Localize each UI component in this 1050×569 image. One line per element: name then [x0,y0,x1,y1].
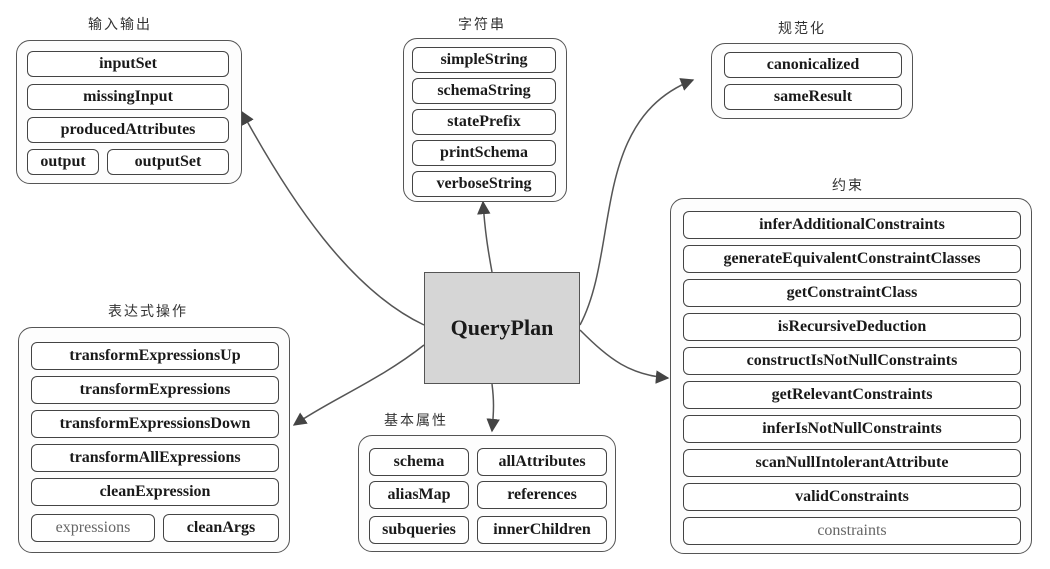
expressions-item-transformexpressionsup[interactable]: transformExpressionsUp [31,342,279,370]
constraints-group: inferAdditionalConstraints generateEquiv… [670,198,1032,554]
arrow-to-strings [477,200,493,273]
io-item-missinginput[interactable]: missingInput [27,84,229,110]
strings-item-stateprefix[interactable]: statePrefix [412,109,556,135]
arrow-to-basic [486,383,500,433]
constraints-item-constructisnotnullconstraints[interactable]: constructIsNotNullConstraints [683,347,1021,375]
io-item-inputset[interactable]: inputSet [27,51,229,77]
basic-item-references[interactable]: references [477,481,607,509]
arrow-to-io [241,110,425,326]
io-item-producedattributes[interactable]: producedAttributes [27,117,229,143]
strings-item-printschema[interactable]: printSchema [412,140,556,166]
expressions-group-title: 表达式操作 [108,304,188,320]
io-group: inputSet missingInput producedAttributes… [16,40,242,184]
constraints-item-validconstraints[interactable]: validConstraints [683,483,1021,511]
arrow-to-constraints [579,329,670,384]
basic-item-allattributes[interactable]: allAttributes [477,448,607,476]
constraints-item-inferisnotnullconstraints[interactable]: inferIsNotNullConstraints [683,415,1021,443]
expressions-item-transformallexpressions[interactable]: transformAllExpressions [31,444,279,472]
basic-item-aliasmap[interactable]: aliasMap [369,481,469,509]
constraints-item-constraints[interactable]: constraints [683,517,1021,545]
constraints-item-generateequivalentconstraintclasses[interactable]: generateEquivalentConstraintClasses [683,245,1021,273]
canonical-group-title: 规范化 [778,21,826,37]
constraints-item-getconstraintclass[interactable]: getConstraintClass [683,279,1021,307]
io-item-output[interactable]: output [27,149,99,175]
expressions-item-transformexpressions[interactable]: transformExpressions [31,376,279,404]
io-item-outputset[interactable]: outputSet [107,149,229,175]
query-plan-node[interactable]: QueryPlan [424,272,580,384]
strings-group-title: 字符串 [458,17,506,33]
basic-group: schema allAttributes aliasMap references… [358,435,616,552]
expressions-item-cleanargs[interactable]: cleanArgs [163,514,279,542]
canonical-item-canonicalized[interactable]: canonicalized [724,52,902,78]
canonical-item-sameresult[interactable]: sameResult [724,84,902,110]
canonical-group: canonicalized sameResult [711,43,913,119]
constraints-item-isrecursivededuction[interactable]: isRecursiveDeduction [683,313,1021,341]
constraints-item-scannullintolerantattribute[interactable]: scanNullIntolerantAttribute [683,449,1021,477]
constraints-group-title: 约束 [832,178,864,194]
constraints-item-inferadditionalconstraints[interactable]: inferAdditionalConstraints [683,211,1021,239]
strings-group: simpleString schemaString statePrefix pr… [403,38,567,202]
strings-item-schemastring[interactable]: schemaString [412,78,556,104]
strings-item-verbosestring[interactable]: verboseString [412,171,556,197]
expressions-item-expressions[interactable]: expressions [31,514,155,542]
io-group-title: 输入输出 [88,17,152,33]
expressions-item-cleanexpression[interactable]: cleanExpression [31,478,279,506]
basic-item-schema[interactable]: schema [369,448,469,476]
basic-item-innerchildren[interactable]: innerChildren [477,516,607,544]
expressions-item-transformexpressionsdown[interactable]: transformExpressionsDown [31,410,279,438]
strings-item-simplestring[interactable]: simpleString [412,47,556,73]
expressions-group: transformExpressionsUp transformExpressi… [18,327,290,553]
basic-item-subqueries[interactable]: subqueries [369,516,469,544]
basic-group-title: 基本属性 [384,413,448,429]
constraints-item-getrelevantconstraints[interactable]: getRelevantConstraints [683,381,1021,409]
